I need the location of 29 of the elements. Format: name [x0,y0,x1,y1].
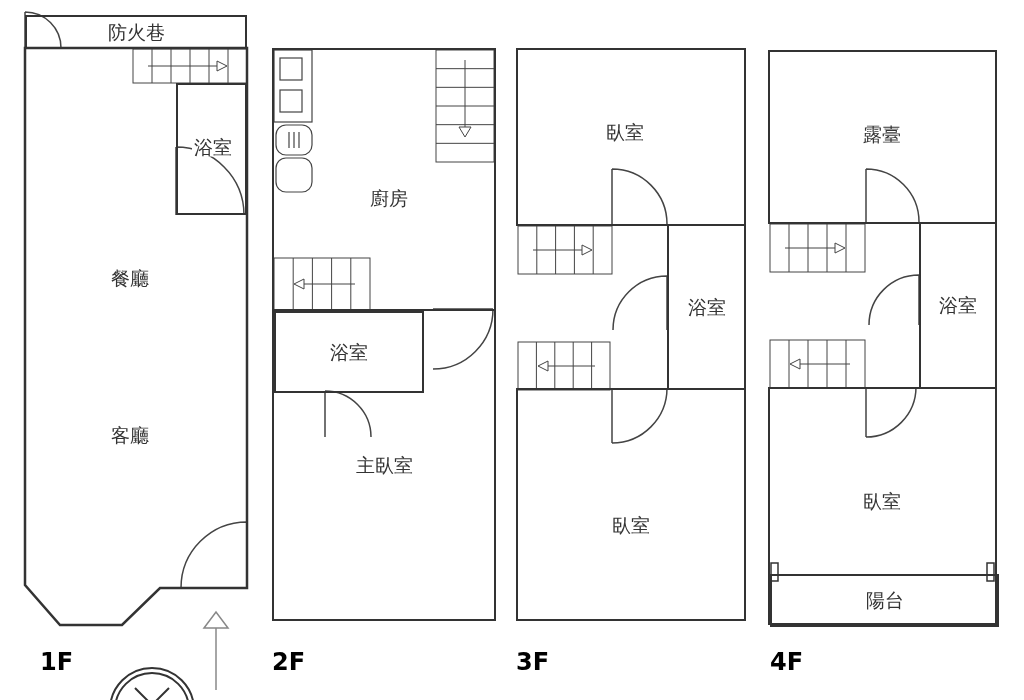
floor-label: 3F [516,650,550,674]
floor-label: 4F [770,650,804,674]
floor-label: 2F [272,650,306,674]
room-label: 露臺 [861,124,903,144]
room-box [25,15,247,49]
room-box [516,388,746,621]
room-label: 客廳 [109,425,151,445]
room-label: 臥室 [604,122,646,142]
room-box [516,48,746,226]
room-label: 浴室 [192,137,234,157]
room-box [274,311,424,393]
floor-label: 1F [40,650,74,674]
room-box [176,83,247,215]
room-outline [25,48,247,625]
room-box [768,387,997,625]
room-label: 主臥室 [353,455,415,475]
room-label: 浴室 [328,342,370,362]
room-box [667,224,746,390]
room-label: 浴室 [685,297,728,317]
room-box [919,222,997,389]
room-box [272,309,496,621]
room-label: 臥室 [610,515,652,535]
room-box [272,48,496,311]
room-label: 臥室 [861,491,903,511]
room-label: 浴室 [937,296,979,315]
room-label: 餐廳 [109,268,151,288]
room-box [768,50,997,224]
room-label: 廚房 [368,188,410,208]
room-box [770,574,999,627]
